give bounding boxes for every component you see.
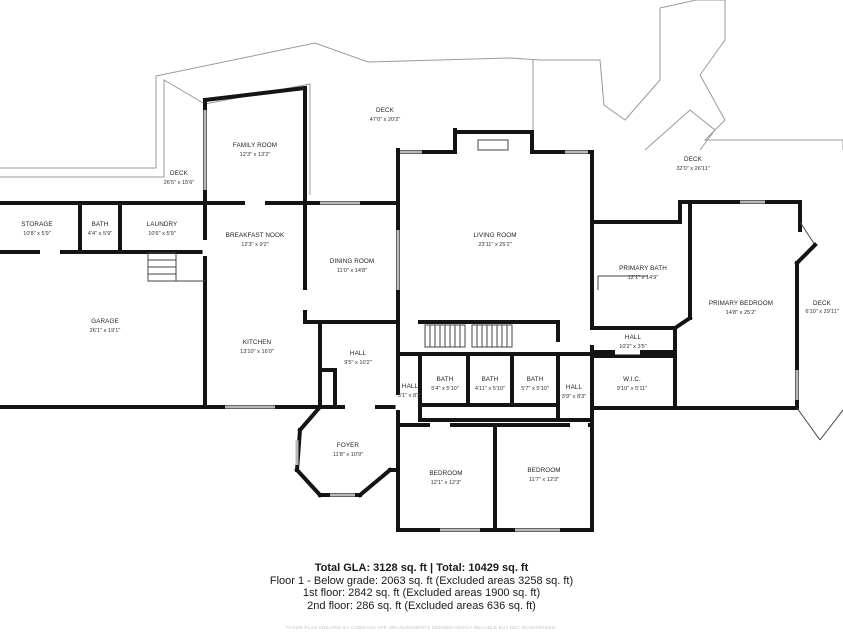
room-dims: 23'11" x 25'2": [478, 242, 511, 248]
floor-plan: DECK 47'0" x 20'2" DECK 32'0" x 26'11" D…: [0, 0, 843, 532]
room-dims: 47'0" x 20'2": [370, 117, 401, 123]
room-dims: 12'1" x 14'9": [628, 275, 659, 281]
room-name: BATH: [527, 376, 544, 383]
deck-outlines: [0, 0, 843, 195]
room-dims: 12'3" x 9'2": [241, 242, 269, 248]
room-dims: 11'8" x 10'9": [333, 452, 363, 458]
room-name: DECK: [684, 156, 703, 163]
room-dims: 10'2" x 3'5": [619, 344, 647, 350]
room-name: GARAGE: [91, 318, 119, 325]
room-name: HALL: [402, 383, 419, 390]
room-name: LAUNDRY: [147, 221, 178, 228]
room-name: FOYER: [337, 442, 360, 449]
room-name: BATH: [482, 376, 499, 383]
room-dims: 13'10" x 16'0": [240, 349, 274, 355]
room-name: FAMILY ROOM: [233, 142, 277, 149]
room-dims: 26'5" x 15'6": [164, 180, 195, 186]
room-name: HALL: [566, 384, 583, 391]
room-dims: 10'6" x 5'9": [148, 231, 176, 237]
room-name: HALL: [625, 334, 642, 341]
room-dims: 5'7" x 5'10": [521, 386, 549, 392]
walls: [0, 85, 843, 532]
stairs: [147, 252, 513, 348]
fireplace: [477, 139, 509, 151]
room-name: LIVING ROOM: [473, 232, 516, 239]
room-name: BREAKFAST NOOK: [226, 232, 285, 239]
room-dims: 11'7" x 12'3": [529, 477, 559, 483]
room-dims: 26'1" x 19'1": [90, 328, 121, 334]
room-name: BEDROOM: [527, 467, 560, 474]
room-name: DECK: [376, 107, 395, 114]
room-name: DINING ROOM: [330, 258, 374, 265]
room-dims: 3'9" x 8'3": [562, 394, 586, 400]
room-dims: 12'3" x 13'2": [240, 152, 271, 158]
room-dims: 5'4" x 5'10": [431, 386, 459, 392]
room-dims: 6'10" x 29'11": [805, 309, 838, 315]
windows: [203, 110, 799, 532]
room-dims: 11'0" x 14'8": [337, 268, 367, 274]
disclaimer-footer: FLOOR PLAN CREATED BY CUBICASA APP. MEAS…: [286, 625, 557, 630]
room-dims: 14'8" x 25'2": [726, 310, 757, 316]
room-name: DECK: [170, 170, 189, 177]
room-name: BATH: [92, 221, 109, 228]
room-dims: 9'10" x 5'11": [617, 386, 647, 392]
total-area: Total GLA: 3128 sq. ft | Total: 10429 sq…: [314, 562, 529, 574]
floor-3-area: 2nd floor: 286 sq. ft (Excluded areas 63…: [307, 599, 536, 612]
room-name: DECK: [813, 300, 832, 307]
room-name: W.I.C.: [623, 376, 641, 383]
room-name: KITCHEN: [243, 339, 272, 346]
room-name: HALL: [350, 350, 367, 357]
room-dims: 3'1" x 8'3": [398, 393, 422, 399]
room-dims: 12'1" x 12'3": [431, 480, 462, 486]
area-summary: Total GLA: 3128 sq. ft | Total: 10429 sq…: [0, 562, 843, 612]
floor-1-area: Floor 1 - Below grade: 2063 sq. ft (Excl…: [269, 574, 574, 587]
floor-2-area: 1st floor: 2842 sq. ft (Excluded areas 1…: [302, 587, 541, 599]
room-dims: 4'4" x 5'9": [88, 231, 112, 237]
room-dims: 9'5" x 10'2": [344, 360, 372, 366]
room-name: PRIMARY BEDROOM: [709, 300, 773, 307]
room-labels: DECK 47'0" x 20'2" DECK 32'0" x 26'11" D…: [21, 107, 838, 486]
room-name: PRIMARY BATH: [619, 265, 667, 272]
room-name: BATH: [437, 376, 454, 383]
room-dims: 32'0" x 26'11": [676, 166, 709, 172]
room-dims: 10'8" x 5'9": [23, 231, 51, 237]
room-dims: 4'11" x 5'10": [475, 386, 505, 392]
room-name: STORAGE: [21, 221, 52, 228]
room-name: BEDROOM: [429, 470, 462, 477]
doors: [40, 200, 640, 428]
